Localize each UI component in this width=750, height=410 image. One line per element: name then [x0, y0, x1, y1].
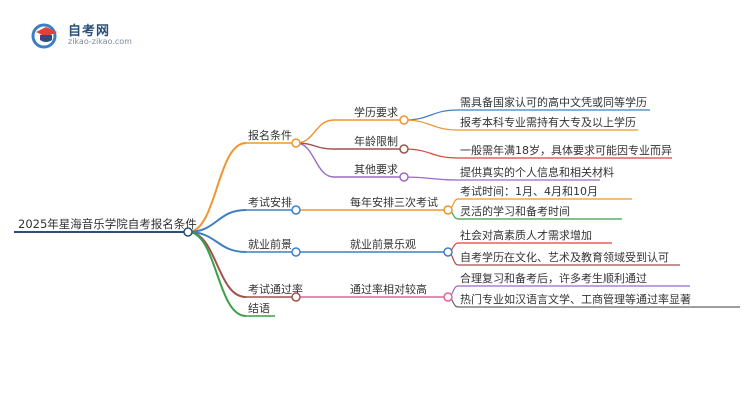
collapse-node-dot — [291, 138, 301, 148]
subtopic: 通过率相对较高 — [350, 282, 427, 296]
branch-topic: 考试安排 — [248, 195, 292, 209]
subtopic-to-leaf-connector — [403, 109, 459, 121]
subtopic-to-leaf-connector — [403, 119, 459, 131]
site-logo: 自考网 zikao-zikao.com — [30, 18, 150, 52]
branch-topic: 就业前景 — [248, 237, 292, 251]
subtopic-to-leaf-connector — [403, 148, 459, 159]
branch-topic: 考试通过率 — [248, 282, 303, 296]
subtopic: 年龄限制 — [354, 134, 398, 148]
branch-topic: 结语 — [248, 302, 270, 315]
branch-to-subtopic-connector — [295, 142, 335, 178]
branch-to-subtopic-connector — [295, 119, 335, 144]
collapse-node-dot — [399, 115, 409, 125]
subtopic: 每年安排三次考试 — [350, 195, 438, 209]
collapse-node-dot — [291, 205, 301, 215]
leaf-topic: 报考本科专业需持有大专及以上学历 — [460, 115, 636, 129]
leaf-topic: 一般需年满18岁，具体要求可能因专业而异 — [460, 143, 672, 157]
leaf-topic: 考试时间：1月、4月和10月 — [460, 185, 598, 198]
leaf-topic: 灵活的学习和备考时间 — [460, 204, 570, 218]
collapse-node-dot — [291, 292, 301, 302]
collapse-node-dot — [443, 205, 453, 215]
subtopic-to-leaf-connector — [403, 176, 459, 181]
branch-topic: 报名条件 — [248, 128, 292, 142]
leaf-topic: 合理复习和备考后，许多考生顺利通过 — [460, 271, 647, 285]
logo-title: 自考网 — [68, 24, 111, 39]
root-to-branch-connector — [187, 209, 247, 233]
leaf-topic: 需具备国家认可的高中文凭或同等学历 — [460, 95, 647, 109]
collapse-node-dot — [399, 144, 409, 154]
leaf-topic: 热门专业如汉语言文学、工商管理等通过率显著 — [460, 292, 691, 306]
collapse-node-dot — [443, 247, 453, 257]
collapse-node-dot — [443, 292, 453, 302]
subtopic: 其他要求 — [354, 163, 398, 176]
leaf-topic: 社会对高素质人才需求增加 — [460, 228, 592, 242]
logo-subtitle: zikao-zikao.com — [68, 37, 132, 46]
graduation-cap-icon — [31, 23, 57, 49]
subtopic: 就业前景乐观 — [350, 237, 416, 251]
leaf-topic: 自考学历在文化、艺术及教育领域受到认可 — [460, 250, 669, 264]
collapse-node-dot — [291, 247, 301, 257]
leaf-topic: 提供真实的个人信息和相关材料 — [460, 165, 614, 179]
root-to-branch-connector — [187, 142, 247, 233]
root-node-dot — [183, 227, 193, 237]
subtopic: 学历要求 — [354, 105, 398, 119]
root-topic: 2025年星海音乐学院自考报名条件 — [18, 217, 197, 231]
collapse-node-dot — [399, 172, 409, 182]
root-to-branch-connector — [187, 231, 247, 317]
